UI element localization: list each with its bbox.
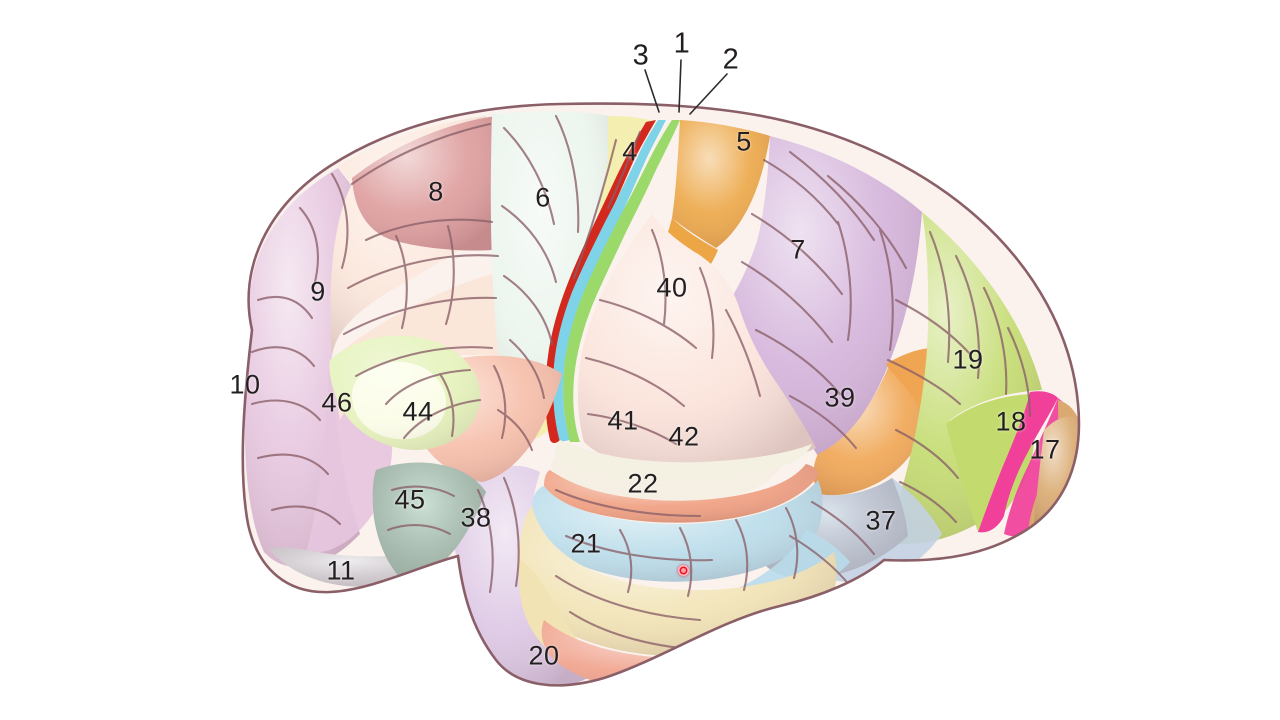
region-area-41-b bbox=[551, 456, 782, 502]
region-area-19-inferior bbox=[946, 394, 1035, 532]
region-area-37-b bbox=[824, 478, 942, 583]
area-label-40: 40 bbox=[656, 272, 688, 303]
hemisphere-base bbox=[242, 103, 1079, 686]
area-label-39: 39 bbox=[824, 382, 856, 413]
area-label-3: 3 bbox=[632, 39, 650, 72]
leader-lines bbox=[644, 59, 728, 115]
area-label-11: 11 bbox=[326, 555, 356, 586]
area-label-1: 1 bbox=[673, 27, 691, 60]
hemisphere-outline bbox=[241, 102, 1081, 687]
area-label-46: 46 bbox=[321, 387, 353, 418]
area-label-42: 42 bbox=[668, 421, 700, 452]
area-label-18: 18 bbox=[995, 406, 1027, 437]
region-area-41 bbox=[555, 440, 812, 483]
sulci-linework bbox=[250, 114, 1032, 652]
area-label-10: 10 bbox=[229, 369, 261, 400]
area-label-21: 21 bbox=[570, 528, 602, 559]
area-label-41: 41 bbox=[607, 405, 639, 436]
area-label-9: 9 bbox=[310, 276, 326, 307]
area-label-8: 8 bbox=[428, 176, 444, 207]
area-label-7: 7 bbox=[790, 234, 806, 265]
area-label-5: 5 bbox=[736, 126, 752, 157]
leader-line-1 bbox=[678, 59, 682, 113]
red-dot-marker bbox=[677, 564, 689, 576]
leader-line-3 bbox=[644, 69, 660, 113]
area-label-4: 4 bbox=[622, 136, 638, 167]
region-area-18 bbox=[978, 391, 1058, 533]
area-label-38: 38 bbox=[460, 502, 492, 533]
area-label-44: 44 bbox=[402, 396, 434, 427]
area-label-20: 20 bbox=[528, 640, 560, 671]
area-label-6: 6 bbox=[535, 182, 551, 213]
area-label-22: 22 bbox=[627, 468, 659, 499]
area-label-17: 17 bbox=[1029, 434, 1061, 465]
area-label-19: 19 bbox=[952, 344, 984, 375]
area-label-37: 37 bbox=[865, 505, 897, 536]
leader-line-2 bbox=[689, 73, 728, 115]
region-area-21-anterior bbox=[518, 560, 600, 668]
area-label-2: 2 bbox=[722, 43, 740, 76]
area-label-45: 45 bbox=[394, 484, 426, 515]
